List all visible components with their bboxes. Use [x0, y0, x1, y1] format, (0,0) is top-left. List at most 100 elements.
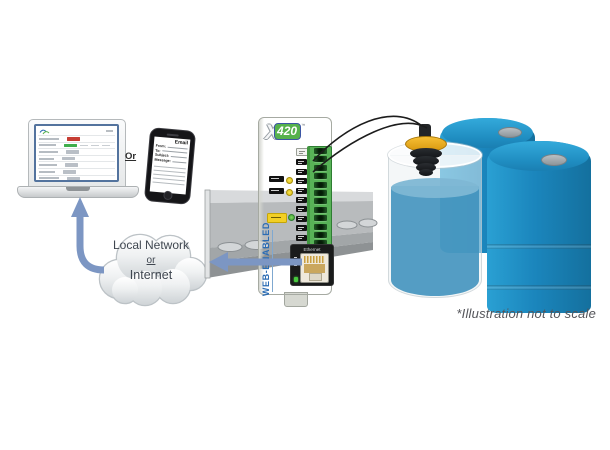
- io1-led: [286, 176, 293, 184]
- caption: *Illustration not to scale: [456, 306, 596, 321]
- email-body-line: [152, 181, 185, 186]
- phone-screen: Email From:To:Subject:Message:: [149, 136, 191, 195]
- ethernet-activity-led: [293, 277, 298, 282]
- terminal-label-chip: [296, 159, 307, 166]
- laptop-status-row: [38, 141, 115, 149]
- terminal-label-chip: [296, 196, 307, 203]
- laptop-trackpad-notch: [66, 187, 90, 191]
- terminal-screw: [314, 181, 327, 188]
- terminal-screw: [314, 189, 327, 196]
- barrel-band: [487, 244, 591, 250]
- blue-barrel-front: [487, 141, 591, 313]
- row-label-bar: [39, 157, 54, 160]
- laptop-base: [17, 186, 139, 198]
- row-label-bar: [39, 164, 57, 167]
- status-badge: [62, 156, 75, 161]
- terminal-screw: [314, 223, 327, 230]
- io2-led: [286, 188, 293, 196]
- rail-slot: [358, 218, 378, 228]
- laptop-status-row: [38, 161, 115, 168]
- terminal-screw: [314, 173, 327, 180]
- status-badge: [66, 150, 79, 154]
- email-body-line: [153, 173, 186, 178]
- laptop-logo: [39, 129, 50, 135]
- cloud-to-laptop-arrowhead: [71, 197, 89, 217]
- laptop-status-row: [38, 181, 115, 182]
- terminal-screw: [314, 148, 327, 154]
- laptop-status-row: [38, 174, 115, 180]
- terminal-screw: [314, 156, 327, 163]
- level-sensor: [405, 124, 447, 176]
- rj45-notch: [309, 273, 322, 281]
- laptop-header-dash: [106, 130, 113, 132]
- laptop-status-row: [38, 148, 115, 155]
- phone-earpiece: [166, 133, 179, 137]
- barrel-band: [487, 285, 591, 291]
- rj45-jack: [300, 253, 329, 283]
- link-dash: [294, 257, 297, 258]
- terminal-screw: [314, 215, 327, 222]
- laptop-webpage-header: [38, 127, 115, 135]
- email-body-line: [153, 165, 186, 169]
- or-label: Or: [125, 151, 137, 162]
- terminal-label-chip: [296, 225, 307, 232]
- io1-label-chip: [269, 176, 284, 182]
- cloud-line-2: or: [146, 255, 156, 266]
- act-dash: [294, 265, 297, 266]
- smartphone: Email From:To:Subject:Message:: [143, 127, 197, 205]
- laptop-status-row: [38, 135, 115, 142]
- email-field-label: Message:: [154, 157, 171, 164]
- sensor-disc: [419, 169, 433, 176]
- status-badge: [64, 143, 77, 148]
- status-badge: [67, 137, 80, 141]
- terminal-label-chip: [296, 215, 307, 222]
- tank-liquid: [391, 186, 479, 296]
- row-label-bar: [39, 144, 56, 147]
- terminal-screw: [314, 206, 327, 213]
- power-label-chip: [267, 213, 287, 223]
- laptop-status-row: [38, 154, 115, 162]
- terminal-label-chip: [296, 187, 307, 194]
- barrel-cap: [498, 127, 522, 138]
- terminal-screw: [314, 240, 327, 247]
- row-extra-bar: [91, 144, 99, 147]
- phone-home-button: [163, 190, 173, 201]
- email-body-line: [153, 169, 186, 174]
- terminal-block: [307, 146, 332, 258]
- din-clip-tab: [284, 292, 308, 307]
- barrel-top: [489, 141, 589, 171]
- row-label-bar: [39, 150, 58, 153]
- terminal-screw: [314, 164, 327, 171]
- rail-slot: [217, 242, 243, 252]
- terminal-label-chip: [296, 206, 307, 213]
- row-label-bar: [39, 170, 55, 173]
- ethernet-label: Ethernet: [303, 246, 321, 252]
- rj45-pins: [304, 256, 325, 263]
- row-label-bar: [39, 137, 59, 140]
- terminal-label-chip: [296, 178, 307, 185]
- barrel-cap: [541, 154, 567, 166]
- network-cloud: [98, 233, 208, 307]
- io-led-row-2: [259, 188, 295, 196]
- row-extra-bar: [102, 144, 110, 147]
- laptop-screen: [34, 124, 119, 182]
- rj45-body: [304, 264, 325, 273]
- laptop: [28, 119, 126, 188]
- cloud-line-3: Internet: [129, 268, 173, 282]
- laptop-status-row: [38, 167, 115, 175]
- status-badge: [65, 163, 78, 167]
- email-fields: From:To:Subject:Message:: [154, 144, 188, 165]
- io-led-row-1: [259, 176, 295, 184]
- terminal-screw: [314, 231, 327, 238]
- web-enabled-subtext-line: [272, 230, 273, 292]
- email-body-lines: [152, 165, 186, 186]
- tank-liquid-surface: [391, 178, 479, 198]
- row-extra-bar: [80, 144, 88, 147]
- status-badge: [67, 176, 80, 180]
- ethernet-port: Ethernet: [290, 244, 334, 286]
- terminal-label-chip: [296, 234, 307, 241]
- laptop-status-list: [38, 135, 115, 182]
